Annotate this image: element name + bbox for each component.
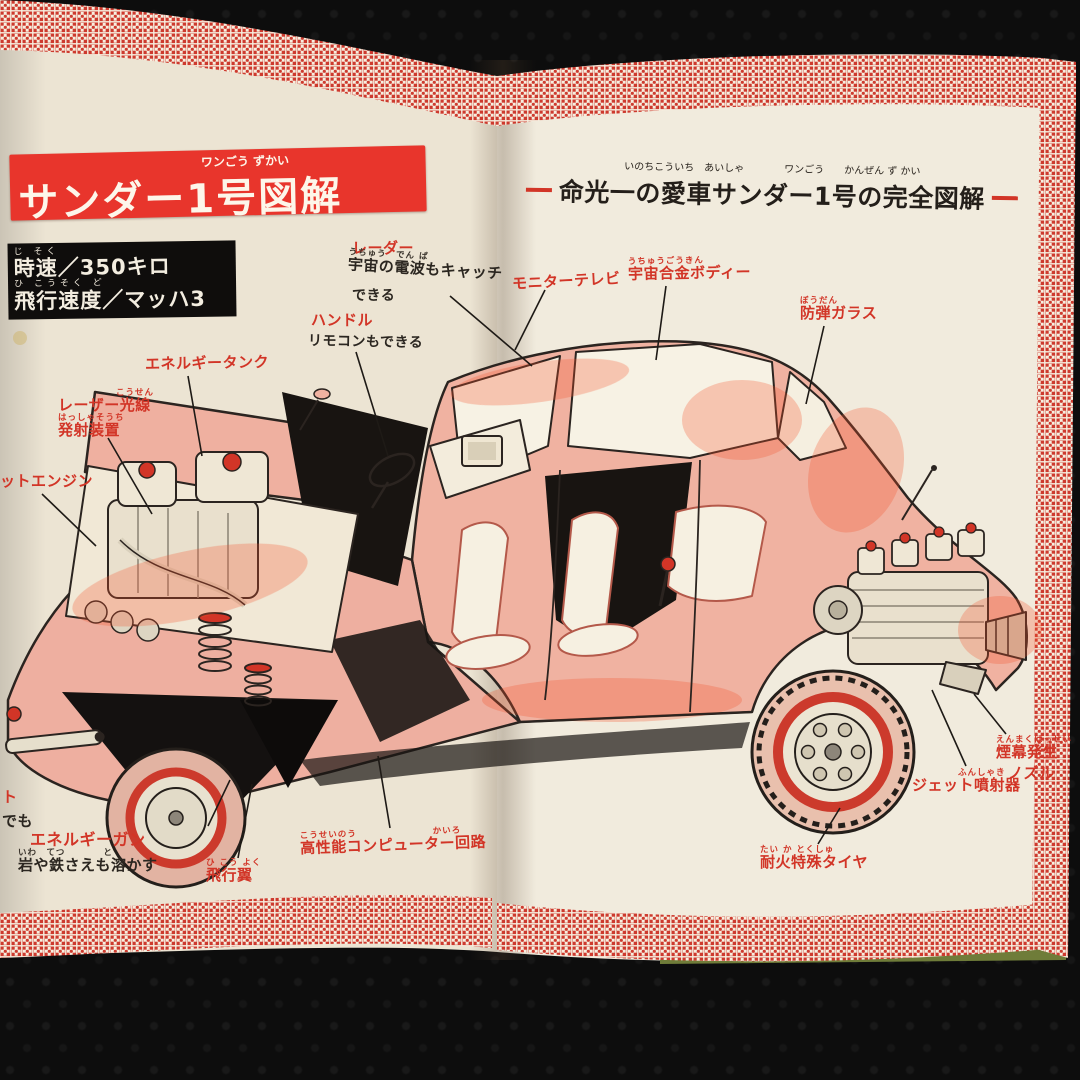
label-laser-line1: こうせん レーザー光線 bbox=[58, 388, 154, 413]
furigana: ひ こう よく bbox=[206, 858, 262, 868]
front-engine bbox=[5, 451, 359, 755]
furigana: はっしゃそうち bbox=[58, 413, 125, 423]
energy-gun-barrel bbox=[5, 729, 105, 755]
furigana: いわ てつ と bbox=[18, 848, 113, 858]
suspension-spring bbox=[198, 612, 232, 672]
label-fireproof-tire: たい か とくしゅ 耐火特殊タイヤ bbox=[760, 845, 868, 870]
label-steering: ハンドル bbox=[311, 311, 374, 329]
pattern-borders bbox=[0, 0, 1076, 962]
leader-lines bbox=[41, 285, 1007, 859]
label-text: 防弾ガラス bbox=[800, 304, 878, 323]
label-laser-line2: はっしゃそうち 発射装置 bbox=[58, 413, 125, 438]
front-wheel bbox=[105, 747, 247, 889]
seats bbox=[445, 504, 767, 670]
furigana: ふんしゃき bbox=[958, 768, 1006, 778]
label-smoke-nozzle-line1: えんまくはっせい 煙幕発生 bbox=[996, 735, 1072, 760]
under-car-shadow bbox=[300, 722, 750, 786]
rear-window bbox=[777, 371, 847, 461]
label-energy-tank: エネルギータンク bbox=[144, 352, 270, 374]
label-edge-fragment-black: でも bbox=[2, 812, 34, 830]
spec-line2: 飛行速度／マッハ3 bbox=[14, 286, 207, 314]
label-steering-desc: リモコンもできる bbox=[307, 332, 424, 352]
header-title: 命光一の愛車サンダー1号の完全図解 bbox=[558, 177, 986, 214]
label-text: 岩や鉄さえも溶かす bbox=[18, 856, 158, 875]
label-jet-injector: ふんしゃき ジェット噴射器 bbox=[912, 768, 1021, 793]
header-dash-right bbox=[991, 195, 1018, 201]
label-text: 飛行翼 bbox=[206, 866, 253, 885]
label-text: レーザー光線 bbox=[58, 396, 151, 415]
label-edge-fragment-red: ト bbox=[2, 788, 18, 806]
antenna bbox=[901, 469, 933, 521]
label-text: 耐火特殊タイヤ bbox=[760, 853, 869, 872]
gear-shifter-knob bbox=[660, 556, 676, 572]
spec-line1: 時速／350キロ bbox=[13, 254, 171, 281]
label-bulletproof-glass: ぼうだん 防弾ガラス bbox=[800, 296, 877, 321]
steering-wheel bbox=[368, 452, 416, 488]
label-space-alloy-body: うちゅうごうきん 宇宙合金ボディー bbox=[627, 255, 752, 284]
car-illustration bbox=[5, 285, 1042, 889]
label-text: 宇宙合金ボディー bbox=[627, 263, 752, 284]
title-banner: ワンごう ずかい サンダー1号図解 bbox=[9, 145, 427, 227]
black-cutouts bbox=[62, 392, 750, 802]
label-text: 発射装置 bbox=[58, 421, 121, 440]
label-radar-desc2: できる bbox=[352, 288, 396, 304]
label-jet-engine-cutoff: ットエンジン bbox=[0, 472, 94, 490]
label-text: ジェット噴射器 bbox=[912, 776, 1021, 795]
border-bottom-left bbox=[0, 895, 492, 958]
panel-lines bbox=[299, 388, 937, 723]
mirror-stalk bbox=[299, 399, 319, 431]
furigana: えんまくはっせい bbox=[996, 735, 1073, 745]
label-text: 煙幕発生 bbox=[996, 743, 1059, 762]
label-energy-gun-desc: いわ てつ と 岩や鉄さえも溶かす bbox=[18, 848, 158, 873]
furigana: ぼうだん bbox=[800, 296, 839, 306]
border-right bbox=[1032, 58, 1076, 958]
cockpit bbox=[368, 419, 767, 670]
header-dash-left bbox=[525, 187, 553, 193]
spec-box: じ そく 時速／350キロ ひ こうそく ど 飛行速度／マッハ3 bbox=[7, 240, 237, 320]
paper-stain bbox=[13, 331, 27, 345]
label-flight-wing: ひ こう よく 飛行翼 bbox=[206, 858, 261, 883]
headlight bbox=[6, 706, 22, 722]
label-computer-circuit: こうせいのう かいろ 高性能コンピューター回路 bbox=[300, 825, 487, 858]
airbrush-accents bbox=[72, 358, 1042, 722]
label-radar: レーダー bbox=[352, 239, 415, 257]
label-energy-gun: エネルギーガン bbox=[30, 830, 146, 849]
rear-engine bbox=[813, 522, 1027, 695]
border-bottom-right bbox=[497, 903, 1038, 962]
rear-wheel bbox=[750, 669, 916, 835]
suspension-spring bbox=[244, 662, 272, 707]
border-top bbox=[0, 0, 1076, 126]
label-smoke-nozzle-line2: ノズル bbox=[1008, 764, 1055, 782]
page-title: サンダー1号図解 bbox=[17, 173, 343, 227]
right-page-header: いのちこういち あいしゃ ワンごう かんぜん ず かい 命光一の愛車サンダー1号… bbox=[516, 160, 1029, 217]
furigana: たい か とくしゅ bbox=[760, 845, 835, 855]
smoke-nozzle-shape bbox=[939, 661, 987, 695]
furigana: こうせん bbox=[116, 388, 155, 398]
